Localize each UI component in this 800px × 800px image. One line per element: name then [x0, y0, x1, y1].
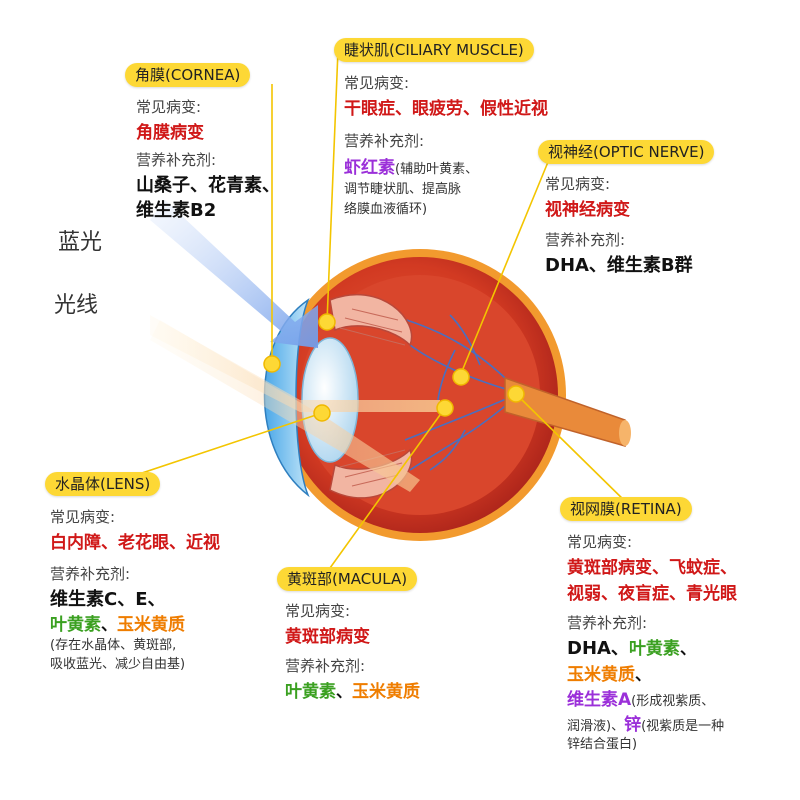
retina-lutein: 叶黄素 — [628, 639, 680, 659]
retina-note-line3: 锌结合蛋白) — [567, 737, 638, 752]
lens-nutrient-sep: 、 — [101, 615, 118, 634]
retina-zeaxanthin-sep: 、 — [635, 665, 652, 684]
lens-nutrient-label: 营养补充剂: — [50, 565, 131, 583]
light-ray-secondary — [150, 320, 420, 492]
macula-zeaxanthin: 玉米黄质 — [352, 682, 421, 702]
retina-disease-line1: 黄斑部病变、飞蚊症、 — [567, 558, 737, 578]
optic-nerve-title: 视神经(OPTIC NERVE) — [538, 140, 715, 164]
optic-nerve-nutrient: DHA、维生素B群 — [545, 255, 693, 276]
retina-vitamin-a-note: (形成视紫质、 — [631, 694, 715, 709]
ciliary-nutrient-main: 虾红素 — [344, 158, 395, 178]
ciliary-nutrient-label: 营养补充剂: — [344, 132, 425, 150]
cornea-disease: 角膜病变 — [136, 123, 204, 143]
ciliary-nutrient-row: 虾红素(辅助叶黄素、 — [344, 153, 478, 178]
retina-title: 视网膜(RETINA) — [560, 497, 692, 521]
lens-note2: 吸收蓝光、减少自由基) — [50, 657, 186, 672]
ciliary-disease-label: 常见病变: — [344, 74, 410, 92]
retina-nutrient-line3: 维生素A(形成视紫质、 — [567, 685, 714, 710]
light-ray-label: 光线 — [54, 293, 99, 318]
macula-nutrient-row: 叶黄素、玉米黄质 — [285, 677, 420, 702]
retina-zinc-note: (视紫质是一种 — [641, 719, 725, 734]
retina-nutrient-line1: DHA、叶黄素、 — [567, 634, 696, 660]
cornea-nutrient-label: 营养补充剂: — [136, 151, 217, 169]
retina-lutein-sep: 、 — [679, 639, 696, 658]
retina-zinc: 锌 — [624, 715, 642, 735]
ciliary-title: 睫状肌(CILIARY MUSCLE) — [334, 38, 534, 62]
blue-light-ray — [150, 200, 318, 348]
macula-disease-label: 常见病变: — [285, 602, 351, 620]
leader-lines — [111, 49, 633, 569]
cornea-nutrient-line2: 维生素B2 — [136, 200, 217, 221]
ciliary-nutrient-note1: (辅助叶黄素、 — [395, 162, 479, 177]
cornea-title: 角膜(CORNEA) — [125, 63, 251, 87]
lens-disease: 白内障、老花眼、近视 — [50, 533, 220, 553]
optic-nerve-disease: 视神经病变 — [545, 200, 630, 220]
ciliary-disease: 干眼症、眼疲劳、假性近视 — [344, 99, 548, 119]
lens-note1: (存在水晶体、黄斑部, — [50, 638, 177, 653]
macula-disease: 黄斑部病变 — [285, 627, 370, 647]
ciliary-nutrient-note2: 调节睫状肌、提高脉 — [344, 182, 462, 197]
retina-nutrient-line2: 玉米黄质、 — [567, 660, 651, 685]
retina-disease-line2: 视弱、夜盲症、青光眼 — [567, 584, 737, 604]
retina-vitamin-a: 维生素A — [567, 690, 632, 710]
lens-nutrient-line1: 维生素C、E、 — [50, 589, 166, 610]
optic-nerve-end — [619, 420, 631, 446]
macula-nutrient-label: 营养补充剂: — [285, 657, 366, 675]
retina-dha: DHA、 — [567, 638, 629, 659]
blue-light-label: 蓝光 — [58, 230, 103, 255]
retina-zeaxanthin: 玉米黄质 — [567, 665, 635, 685]
lens-zeaxanthin: 玉米黄质 — [117, 615, 186, 635]
retina-note-line2: 润滑液)、 — [567, 719, 625, 734]
macula-nutrient-sep: 、 — [336, 682, 353, 701]
marker-dots — [263, 313, 525, 422]
cornea-disease-label: 常见病变: — [136, 98, 202, 116]
macula-title: 黄斑部(MACULA) — [277, 567, 418, 591]
cornea-nutrient-line1: 山桑子、花青素、 — [136, 175, 280, 196]
retina-nutrient-line4: 润滑液)、锌(视紫质是一种 — [567, 710, 724, 735]
ciliary-nutrient-note3: 络膜血液循环) — [344, 202, 428, 217]
optic-nerve-disease-label: 常见病变: — [545, 175, 611, 193]
retina-disease-label: 常见病变: — [567, 533, 633, 551]
lens-lutein: 叶黄素 — [50, 615, 101, 635]
lens-title: 水晶体(LENS) — [45, 472, 161, 496]
lens-disease-label: 常见病变: — [50, 508, 116, 526]
retina-nutrient-label: 营养补充剂: — [567, 614, 648, 632]
macula-lutein: 叶黄素 — [285, 682, 336, 702]
lens-nutrient-line2: 叶黄素、玉米黄质 — [50, 610, 185, 635]
optic-nerve-nutrient-label: 营养补充剂: — [545, 231, 626, 249]
